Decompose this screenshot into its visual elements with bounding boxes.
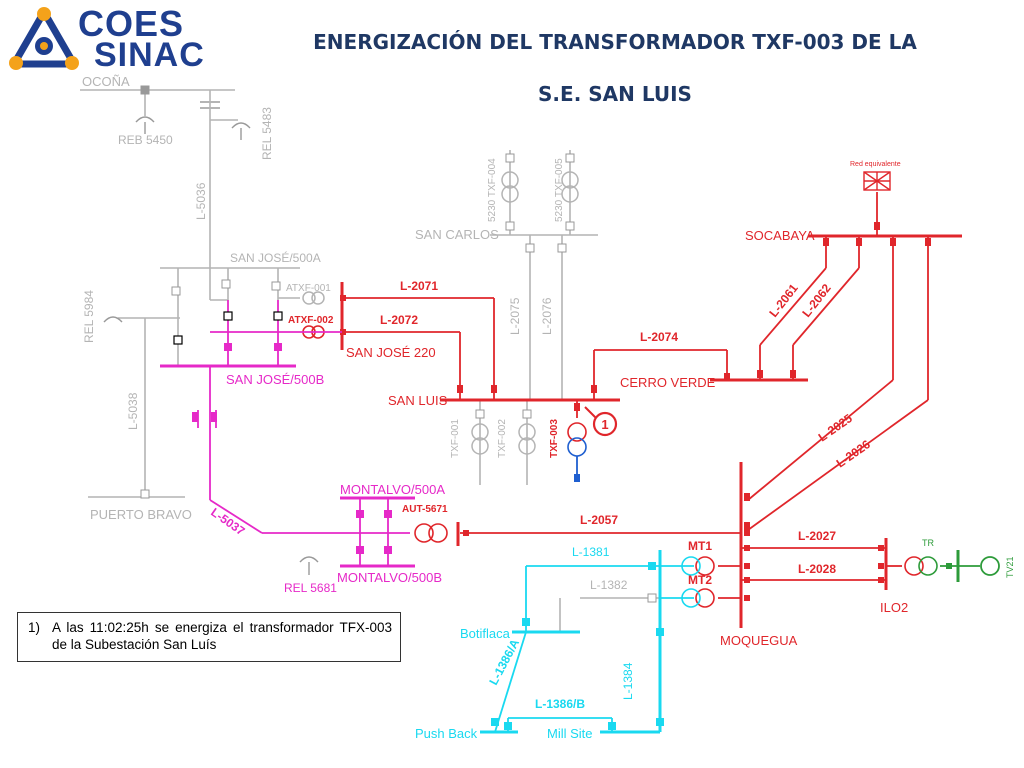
label-txf001: TXF-001: [450, 419, 461, 458]
label-l2061: L-2061: [766, 281, 801, 320]
logo-word-sinac: SINAC: [94, 36, 205, 74]
txf003-lv-breaker: [574, 474, 580, 482]
label-puertobravo: PUERTO BRAVO: [90, 507, 192, 522]
label-mt1: MT1: [688, 539, 712, 553]
label-l2071: L-2071: [400, 279, 438, 293]
label-l2027: L-2027: [798, 529, 836, 543]
page-title: ENERGIZACIÓN DEL TRANSFORMADOR TXF-003 D…: [270, 16, 960, 120]
label-rel5681: REL 5681: [284, 581, 337, 595]
label-l2062: L-2062: [799, 281, 834, 320]
magenta-breakers: [192, 343, 392, 554]
label-l1384: L-1384: [621, 662, 635, 700]
label-tr: TR: [922, 538, 934, 548]
grey-labels: OCOÑA REB 5450 REL 5483 L-5036 SAN JOSÉ/…: [82, 74, 628, 592]
label-txf005: 5230 TXF-005: [554, 158, 565, 222]
label-tv21: TV21: [1005, 556, 1015, 578]
label-l2074: L-2074: [640, 330, 678, 344]
label-l5036: L-5036: [194, 182, 208, 220]
label-atxf002: ATXF-002: [288, 315, 334, 326]
label-botiflaca: Botiflaca: [460, 626, 511, 641]
label-atxf001: ATXF-001: [286, 283, 331, 294]
logo-word-coes: COES: [78, 3, 185, 44]
green-breaker: [946, 563, 952, 569]
marker-leader: [584, 406, 597, 419]
label-txf004: 5230 TXF-004: [487, 158, 498, 222]
label-l1386b: L-1386/B: [535, 697, 585, 711]
cyan-labels: L-1381 Botiflaca L-1386/A L-1386/B L-138…: [415, 545, 635, 741]
label-rel5984: REL 5984: [82, 290, 96, 343]
red-network: [340, 192, 962, 628]
note-number: 1): [28, 620, 41, 635]
label-l2026: L-2026: [834, 437, 873, 470]
marker-label: 1: [601, 417, 608, 432]
magenta-network: [160, 300, 415, 568]
label-sanjose500a: SAN JOSÉ/500A: [230, 250, 321, 265]
label-sanjose500b: SAN JOSÉ/500B: [226, 372, 324, 387]
label-millsite: Mill Site: [547, 726, 593, 741]
label-reb5450: REB 5450: [118, 133, 173, 147]
label-l2025: L-2025: [816, 411, 855, 444]
label-montalvo500a: MONTALVO/500A: [340, 482, 445, 497]
cyan-breakers: [491, 562, 664, 730]
label-sancarlos: SAN CARLOS: [415, 227, 499, 242]
label-txf002: TXF-002: [497, 419, 508, 458]
label-l2028: L-2028: [798, 562, 836, 576]
grey-network: [80, 89, 660, 632]
label-montalvo500b: MONTALVO/500B: [337, 570, 442, 585]
black-breakers: [173, 311, 283, 345]
label-rel5483: REL 5483: [260, 107, 274, 160]
label-l2076: L-2076: [540, 297, 554, 335]
note-text: A las 11:02:25h se energiza el transform…: [52, 620, 392, 652]
grey-relays: [103, 116, 251, 323]
label-ocona: OCOÑA: [82, 74, 130, 89]
label-l1382: L-1382: [590, 578, 628, 592]
rel5681-relay: [299, 556, 319, 575]
label-l5037: L-5037: [208, 505, 247, 538]
label-sanjose220: SAN JOSÉ 220: [346, 345, 436, 360]
label-l2072: L-2072: [380, 313, 418, 327]
label-socabaya: SOCABAYA: [745, 228, 815, 243]
label-sanluis: SAN LUIS: [388, 393, 448, 408]
red-transformers: [302, 325, 938, 608]
red-equivalent: [863, 171, 891, 191]
label-l1381: L-1381: [572, 545, 610, 559]
label-cerroverde: CERRO VERDE: [620, 375, 716, 390]
marker-circle: [592, 411, 618, 437]
title-line-1: ENERGIZACIÓN DEL TRANSFORMADOR TXF-003 D…: [313, 30, 917, 54]
title-line-2: S.E. SAN LUIS: [538, 82, 692, 106]
grey-transformers: [302, 171, 579, 455]
coes-sinac-logo: COES SINAC: [8, 6, 240, 72]
label-moquegua: MOQUEGUA: [720, 633, 798, 648]
logo-triangle-icon: [9, 7, 79, 70]
label-redequiv: Red equivalente: [850, 161, 901, 168]
label-mt2: MT2: [688, 573, 712, 587]
label-l5038: L-5038: [126, 392, 140, 430]
label-l2075: L-2075: [508, 297, 522, 335]
cyan-transformers: [681, 556, 701, 608]
grey-breakers: [140, 85, 657, 603]
label-aut5671: AUT-5671: [402, 504, 448, 515]
event-note: 1) A las 11:02:25h se energiza el transf…: [17, 612, 401, 662]
label-pushback: Push Back: [415, 726, 478, 741]
label-ilo2: ILO2: [880, 600, 908, 615]
green-labels: TR TV21: [922, 538, 1015, 578]
red-breakers: [340, 222, 931, 601]
label-txf003: TXF-003: [549, 419, 560, 458]
label-l2057: L-2057: [580, 513, 618, 527]
